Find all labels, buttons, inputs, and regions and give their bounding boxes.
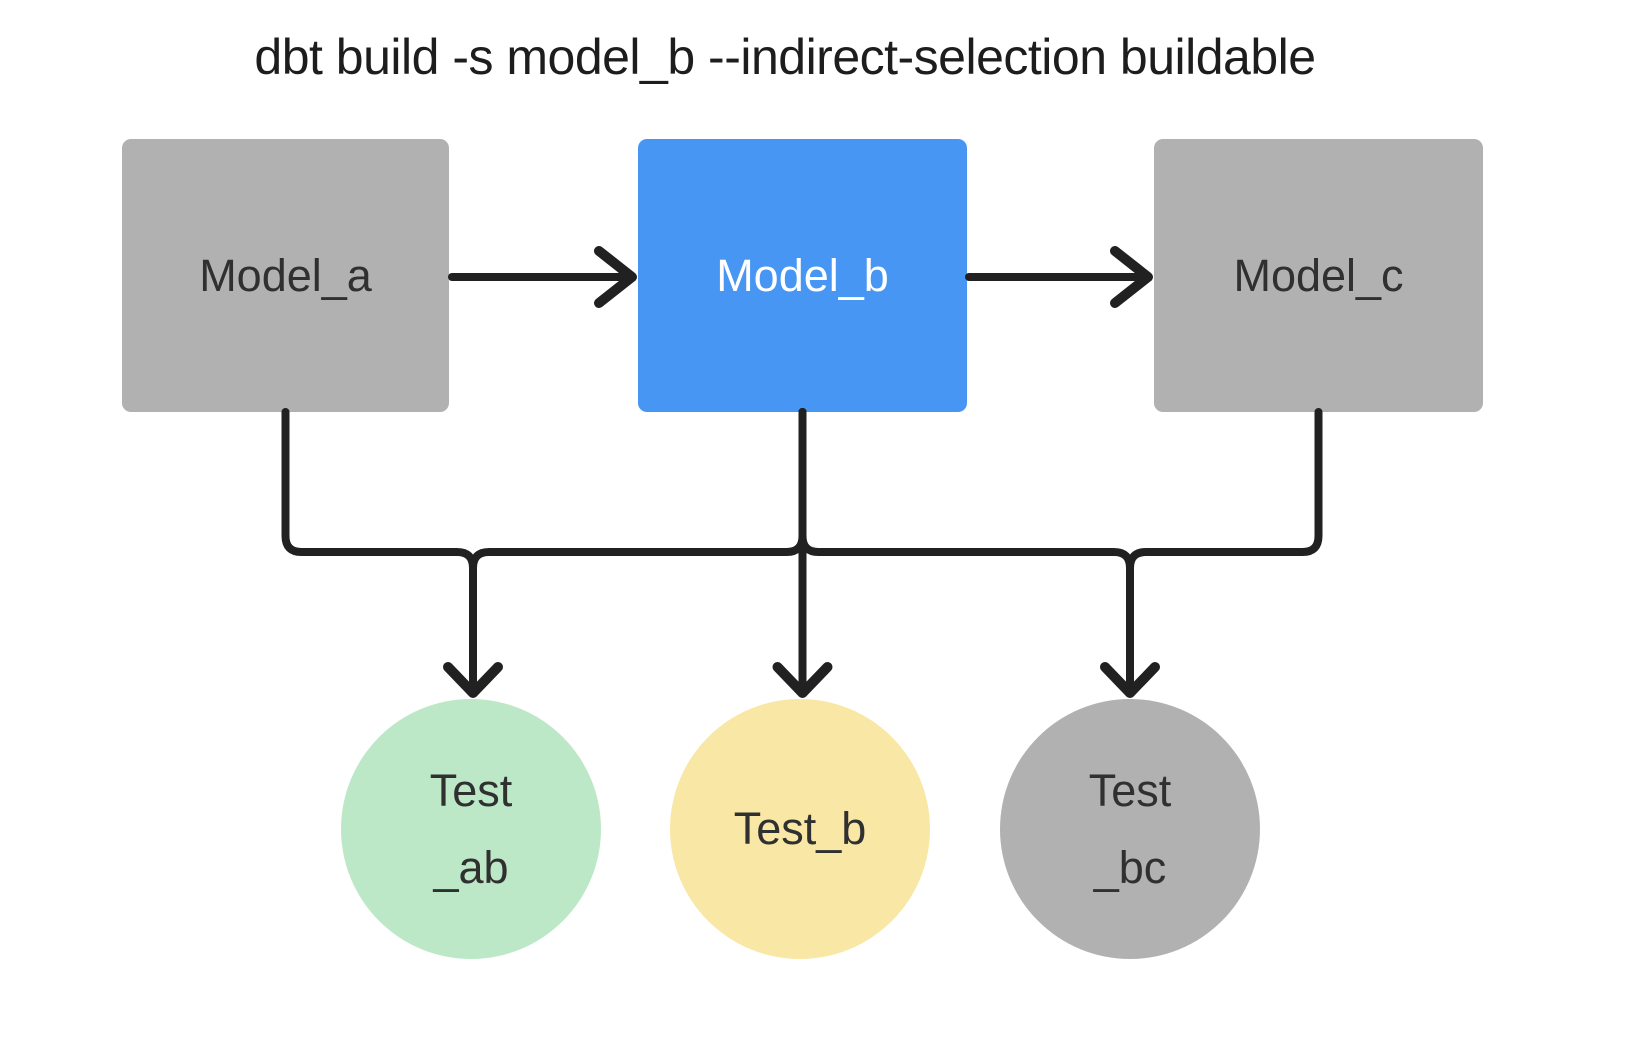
- edge-model-a-to-model-b-arrowhead-icon: [594, 246, 637, 308]
- edge-model-a-to-test-ab: [281, 408, 477, 694]
- node-model-c: Model_c: [1154, 139, 1483, 412]
- node-test-bc-label-line1: Test: [1088, 764, 1172, 816]
- node-test-bc-label-line2: _bc: [1093, 842, 1167, 893]
- node-model-a-label: Model_a: [199, 249, 372, 301]
- node-test-b: Test_b: [670, 699, 930, 959]
- node-model-c-label: Model_c: [1233, 249, 1404, 301]
- edge-model-b-to-test-ab: [469, 408, 807, 694]
- node-test-ab: Test _ab: [341, 699, 601, 959]
- edge-test-ab-arrowhead-icon: [443, 662, 503, 698]
- node-model-b: Model_b: [638, 139, 967, 412]
- edge-test-bc-arrowhead-icon: [1100, 662, 1160, 698]
- node-model-a: Model_a: [122, 139, 449, 412]
- edge-model-b-to-test-bc: [798, 408, 1134, 694]
- diagram-title: dbt build -s model_b --indirect-selectio…: [254, 29, 1316, 85]
- edge-test-b-arrowhead-icon: [772, 662, 833, 698]
- node-test-b-label-line1: Test_b: [733, 803, 867, 855]
- edge-model-b-to-model-c-arrowhead-icon: [1110, 246, 1153, 308]
- node-test-ab-label-line2: _ab: [433, 842, 509, 893]
- node-test-bc: Test _bc: [1000, 699, 1260, 959]
- edge-model-c-to-test-bc: [1126, 408, 1323, 694]
- node-test-ab-label-line1: Test: [429, 764, 513, 816]
- node-model-b-label: Model_b: [716, 249, 889, 301]
